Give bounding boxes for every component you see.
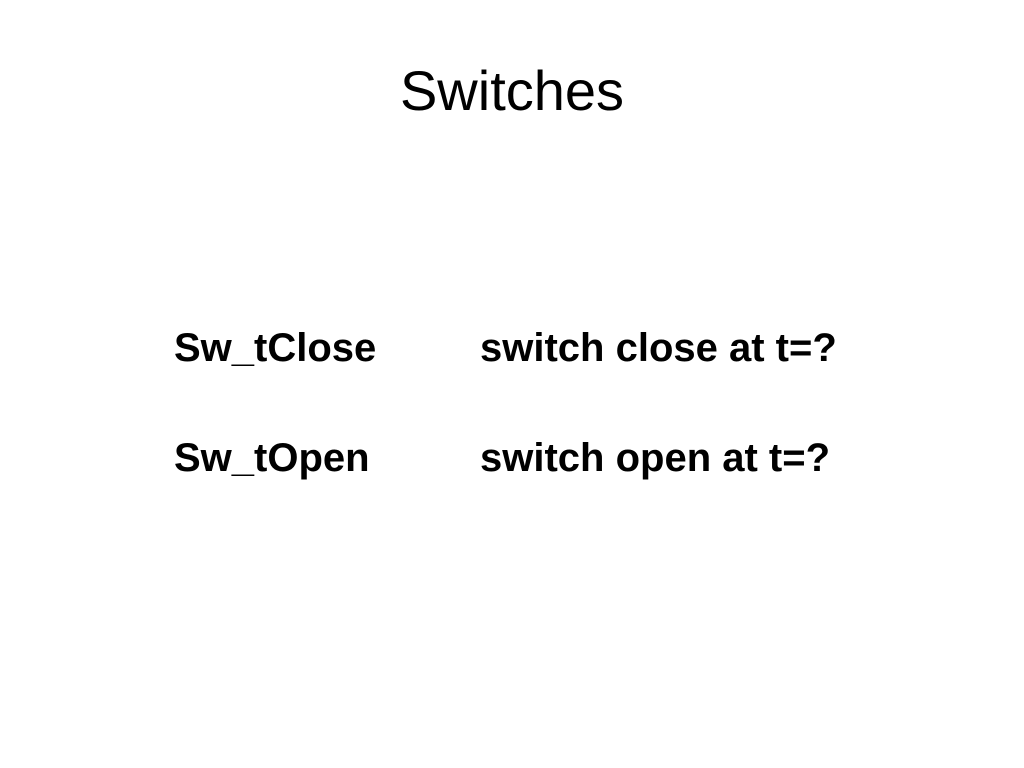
term-sw-tclose: Sw_tClose — [174, 326, 377, 370]
description-sw-topen: switch open at t=? — [480, 436, 831, 480]
description-sw-tclose: switch close at t=? — [480, 326, 837, 370]
definition-list: Sw_tClose switch close at t=? Sw_tOpen s… — [174, 322, 934, 542]
slide-title: Switches — [399, 59, 625, 122]
definition-row-sw-tclose: Sw_tClose switch close at t=? — [174, 322, 934, 374]
definition-row-sw-topen: Sw_tOpen switch open at t=? — [174, 432, 934, 484]
term-sw-topen: Sw_tOpen — [174, 436, 370, 480]
